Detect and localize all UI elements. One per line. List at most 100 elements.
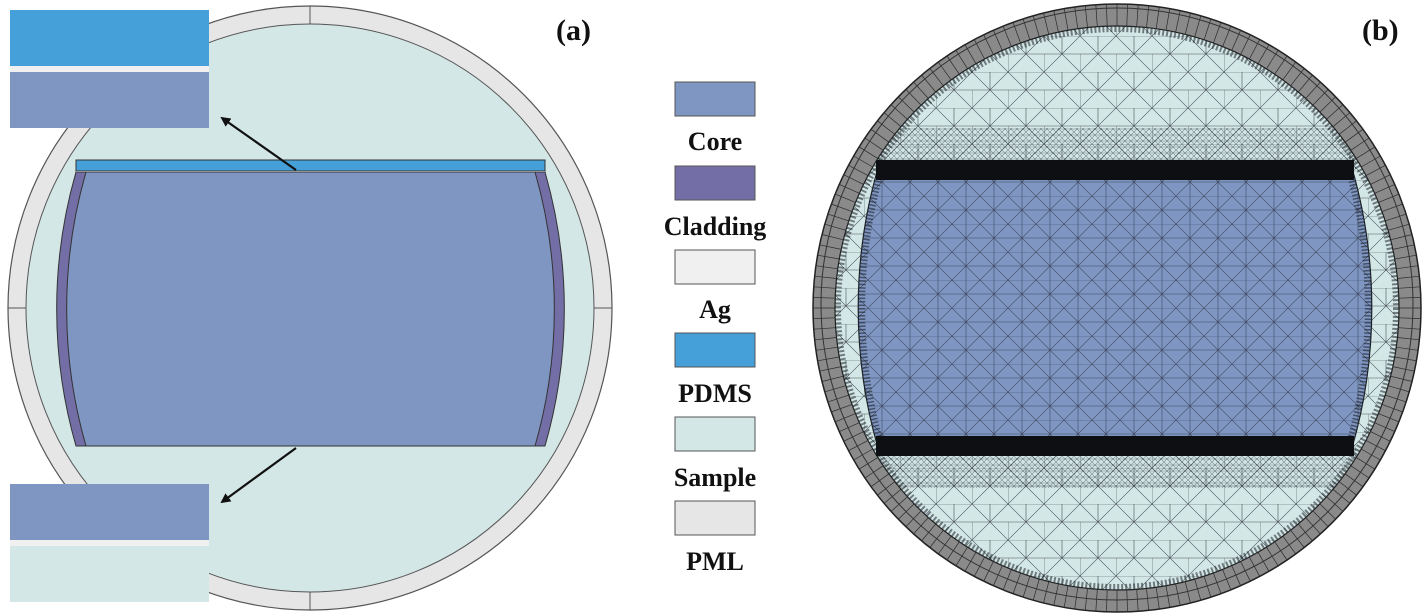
pml-mesh-line bbox=[1381, 404, 1403, 413]
pml-mesh-line bbox=[1332, 112, 1351, 127]
pml-mesh-line bbox=[1074, 587, 1079, 610]
pml-mesh-line bbox=[1392, 366, 1415, 372]
pml-mesh-line bbox=[870, 473, 890, 487]
pml-mesh-line bbox=[929, 68, 944, 87]
pml-mesh-line bbox=[1394, 254, 1417, 260]
pml-mesh-line bbox=[1397, 337, 1420, 341]
arrow-top bbox=[220, 116, 297, 171]
pml-mesh-line bbox=[813, 297, 836, 299]
pml-mesh-line bbox=[964, 44, 977, 64]
pml-mesh-line bbox=[1355, 146, 1375, 159]
pml-mesh-line bbox=[1165, 585, 1171, 608]
inset-top-ag bbox=[10, 66, 209, 72]
legend-label-ag: Ag bbox=[699, 295, 731, 324]
pml-mesh-line bbox=[824, 223, 846, 231]
pml-mesh-line bbox=[815, 346, 838, 351]
pml-mesh-line bbox=[1155, 587, 1160, 610]
pml-mesh-line bbox=[877, 120, 896, 135]
pml-mesh-line bbox=[1231, 30, 1241, 51]
pml-mesh-line bbox=[1106, 589, 1108, 612]
pml-mesh-line bbox=[1378, 193, 1400, 203]
pml-mesh-line bbox=[1378, 413, 1400, 423]
pml-mesh-line bbox=[1374, 184, 1395, 194]
pml-mesh-line bbox=[1385, 394, 1407, 403]
legend-label-core: Core bbox=[688, 127, 742, 156]
pml-mesh-line bbox=[824, 385, 846, 393]
pml-mesh-line bbox=[955, 50, 968, 70]
pml-mesh-line bbox=[905, 89, 922, 106]
pml-mesh-line bbox=[1022, 18, 1031, 40]
pml-mesh-line bbox=[1374, 422, 1395, 432]
pml-mesh-line bbox=[1184, 581, 1191, 604]
pml-mesh-line bbox=[814, 275, 837, 279]
pml-mesh-line bbox=[1361, 155, 1381, 168]
pml-mesh-line bbox=[1084, 588, 1088, 611]
pml-mesh-line bbox=[1126, 589, 1128, 612]
pml-mesh-line bbox=[1257, 44, 1270, 64]
legend-label-cladding: Cladding bbox=[664, 212, 767, 241]
pml-mesh-line bbox=[1381, 203, 1403, 212]
legend: Core Cladding Ag PDMS Sample PML bbox=[664, 81, 767, 576]
pml-mesh-line bbox=[831, 203, 853, 212]
pml-mesh-line bbox=[848, 164, 869, 176]
pml-mesh-line bbox=[1350, 465, 1370, 479]
pml-mesh-line bbox=[814, 337, 837, 341]
mesh-pml-inner-ring bbox=[820, 7, 1414, 601]
pml-mesh-line bbox=[938, 61, 952, 81]
pml-mesh-line bbox=[813, 317, 836, 319]
legend-swatch-core bbox=[674, 81, 756, 117]
pml-mesh-line bbox=[864, 137, 884, 151]
pml-mesh-line bbox=[921, 74, 936, 93]
pml-mesh-line bbox=[993, 565, 1003, 586]
legend-label-sample: Sample bbox=[674, 463, 756, 492]
pml-mesh-line bbox=[843, 431, 864, 442]
pml-mesh-line bbox=[1002, 25, 1012, 47]
legend-swatch-pdms bbox=[674, 332, 756, 368]
pml-mesh-line bbox=[1222, 569, 1232, 591]
pml-mesh-line bbox=[1012, 22, 1021, 44]
pml-mesh-line bbox=[898, 96, 915, 113]
mesh-interface-dense-top bbox=[876, 160, 1354, 180]
pml-mesh-line bbox=[1194, 579, 1202, 601]
pml-mesh-line bbox=[853, 155, 873, 168]
pml-mesh-line bbox=[877, 481, 896, 496]
pml-mesh-line bbox=[1203, 576, 1212, 598]
pml-mesh-line bbox=[848, 440, 869, 452]
mesh-pml-radial-lines bbox=[813, 4, 1421, 612]
pml-mesh-line bbox=[815, 265, 838, 270]
mesh-core-triangulation bbox=[858, 168, 1372, 448]
core-region bbox=[66, 171, 555, 447]
pml-mesh-line bbox=[1398, 327, 1421, 330]
pml-mesh-line bbox=[1249, 39, 1261, 60]
legend-label-pdms: PDMS bbox=[678, 379, 752, 408]
pml-mesh-line bbox=[827, 213, 849, 222]
pml-mesh-line bbox=[1319, 96, 1336, 113]
pml-mesh-line bbox=[1022, 576, 1031, 598]
legend-swatch-pml bbox=[674, 500, 756, 536]
pml-mesh-line bbox=[1385, 213, 1407, 222]
pml-mesh-line bbox=[1338, 481, 1357, 496]
panel-label-a: (a) bbox=[556, 14, 591, 47]
inset-top-core bbox=[10, 72, 209, 128]
pml-mesh-line bbox=[1175, 583, 1181, 606]
pml-mesh-line bbox=[1338, 120, 1357, 135]
pml-mesh-line bbox=[1240, 561, 1251, 582]
pml-mesh-line bbox=[1312, 89, 1329, 106]
pml-mesh-line bbox=[1290, 68, 1305, 87]
pml-mesh-line bbox=[993, 30, 1003, 51]
pml-mesh-line bbox=[1305, 81, 1321, 99]
pml-mesh-line bbox=[834, 413, 856, 423]
pml-mesh-line bbox=[1398, 286, 1421, 289]
pml-mesh-line bbox=[1326, 104, 1344, 120]
pml-mesh-line bbox=[983, 34, 994, 55]
pml-mesh-line bbox=[821, 375, 844, 382]
pml-mesh-line bbox=[1388, 223, 1410, 231]
pml-mesh-line bbox=[973, 556, 985, 577]
mesh-interface-dense-bottom bbox=[876, 436, 1354, 456]
pml-mesh-line bbox=[864, 465, 884, 479]
pml-mesh-line bbox=[1370, 431, 1391, 442]
pml-mesh-line bbox=[817, 254, 840, 260]
pml-mesh-line bbox=[1350, 137, 1370, 151]
pml-mesh-line bbox=[1053, 583, 1059, 606]
